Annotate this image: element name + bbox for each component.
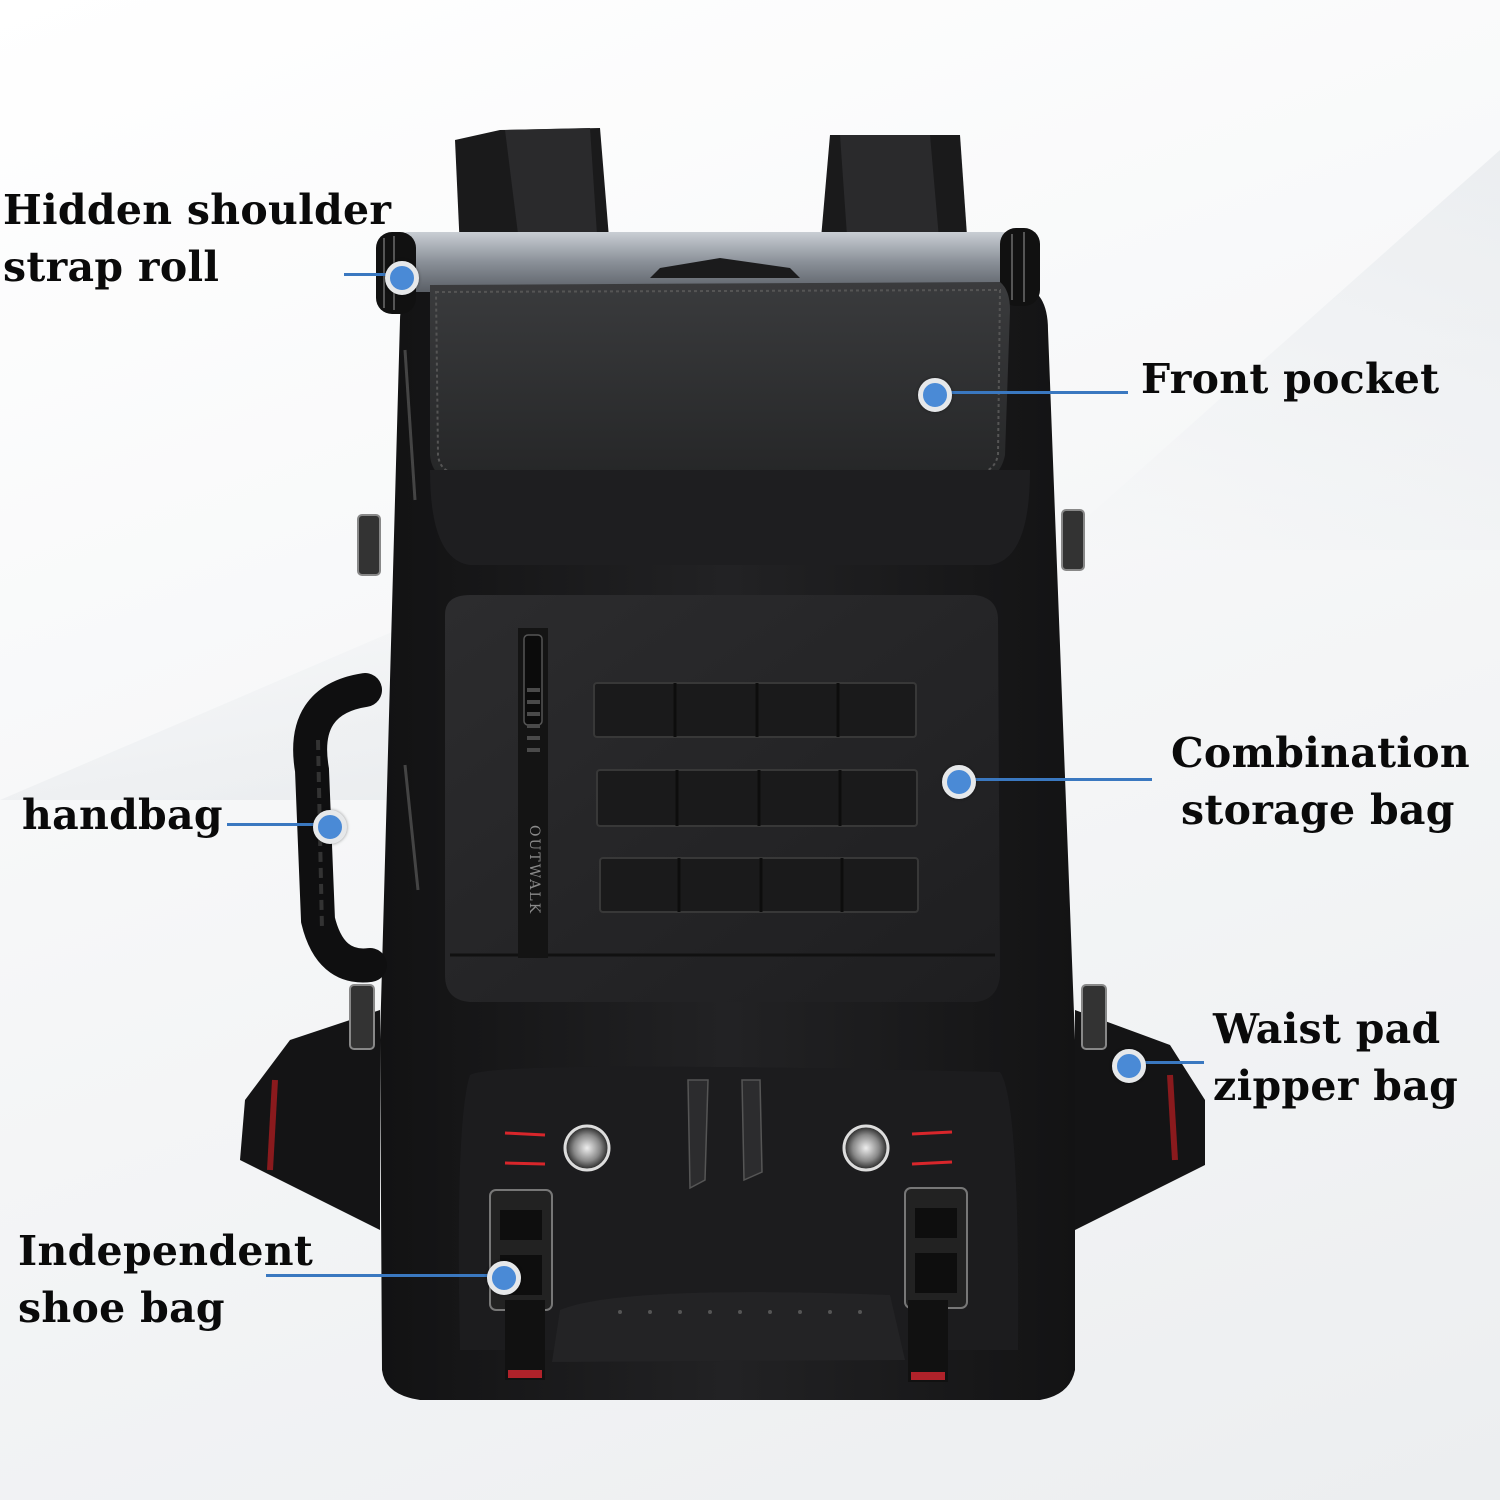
callout-dot-front-pocket[interactable] [918, 378, 952, 412]
callout-line-independent-shoe-bag [266, 1274, 496, 1277]
callout-dot-handbag[interactable] [313, 810, 347, 844]
callout-line-hidden-shoulder-strap-roll [344, 273, 394, 276]
shoulder-straps [455, 128, 968, 250]
callout-dot-combination-storage-bag[interactable] [942, 765, 976, 799]
molle-webbing [593, 682, 919, 913]
brand-mark: OUTWALK [526, 825, 542, 916]
label-independent-shoe-bag: Independent shoe bag [18, 1227, 314, 1332]
label-hidden-shoulder-strap-roll: Hidden shoulder strap roll [3, 186, 392, 291]
callout-dot-waist-pad-zipper-bag[interactable] [1112, 1049, 1146, 1083]
callout-line-waist-pad-zipper-bag [1132, 1061, 1204, 1064]
callout-line-combination-storage-bag [966, 778, 1152, 781]
callout-dot-hidden-shoulder-strap-roll[interactable] [385, 261, 419, 295]
label-waist-pad-zipper-bag: Waist pad zipper bag [1213, 1005, 1459, 1110]
callout-line-handbag [227, 823, 319, 826]
label-front-pocket: Front pocket [1141, 355, 1440, 403]
callout-line-front-pocket [940, 391, 1128, 394]
label-combination-storage-bag: Combination storage bag [1171, 729, 1470, 834]
label-handbag: handbag [22, 791, 223, 839]
callout-dot-independent-shoe-bag[interactable] [487, 1261, 521, 1295]
